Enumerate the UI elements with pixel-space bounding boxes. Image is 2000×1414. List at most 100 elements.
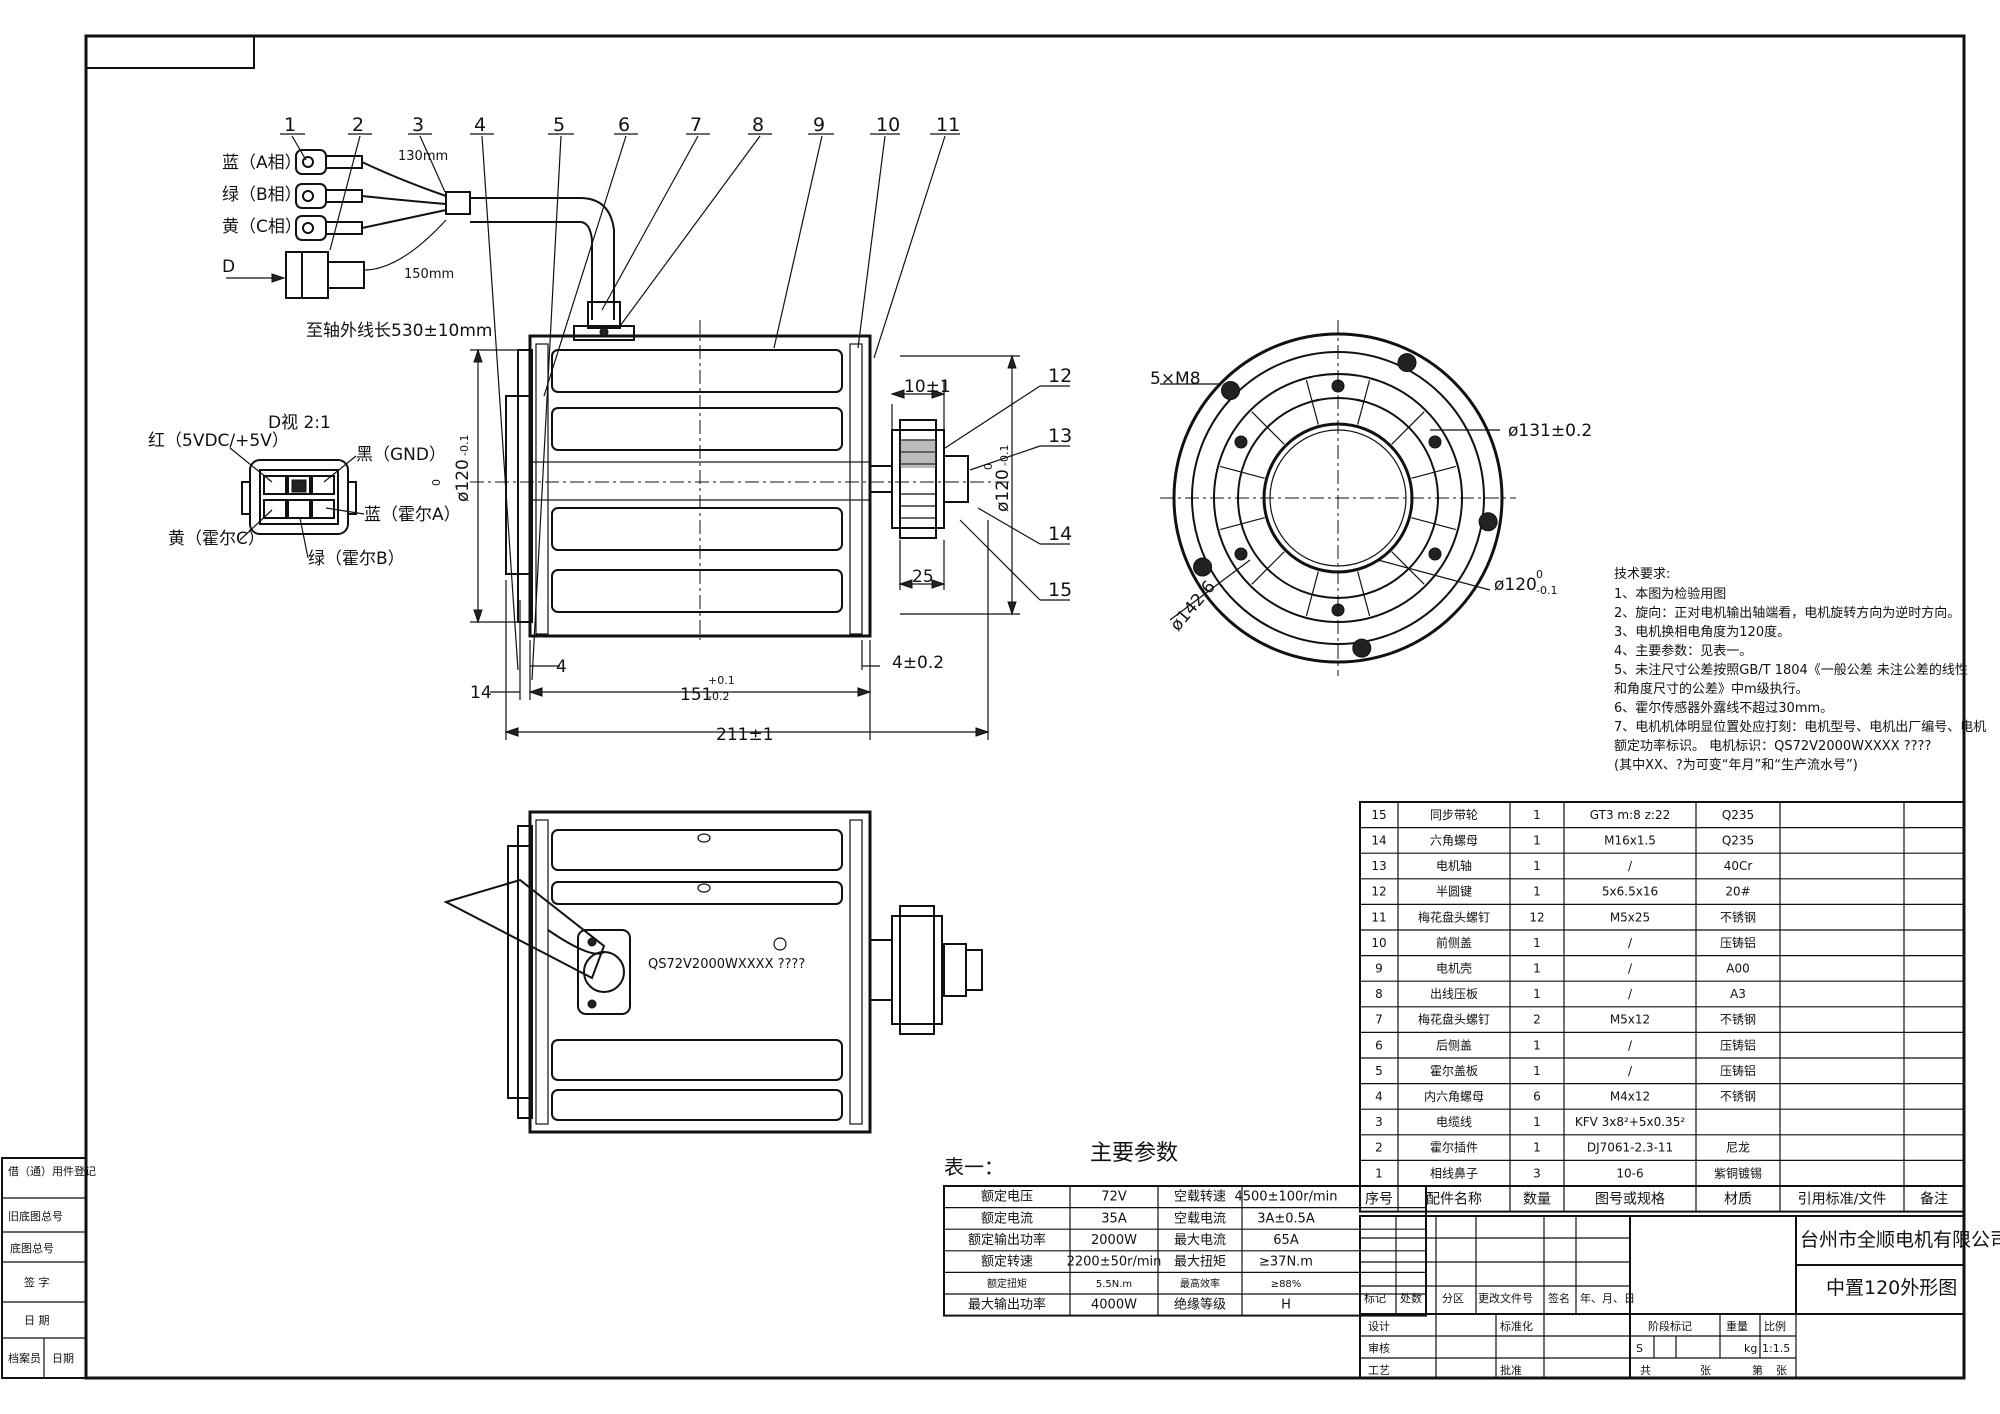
callout-15: 15 (1048, 579, 1072, 601)
dim-d120-left-tol-top: 0 (430, 479, 443, 486)
phase-wires: 蓝（A相） 绿（B相） 黄（C相） D 130mm 150mm 至轴外线长530… (222, 149, 615, 341)
bom-header-cell: 数量 (1523, 1191, 1551, 1207)
pin-blue: 蓝（霍尔A） (364, 505, 461, 525)
spoke-line (1411, 517, 1456, 531)
bom-cell: A00 (1726, 961, 1749, 975)
callout-5: 5 (553, 114, 565, 136)
tb-kg: kg (1744, 1342, 1757, 1355)
callout-14: 14 (1048, 523, 1072, 545)
tech-heading: 技术要求: (1614, 567, 1670, 582)
params-cell: 最高效率 (1180, 1277, 1220, 1290)
top-view-pulley-icon (869, 905, 983, 1035)
end-view-bolts (1193, 353, 1498, 658)
m8-bolt-hole (1352, 638, 1372, 658)
bom-cell: 同步带轮 (1430, 808, 1478, 822)
params-cell: ≥88% (1271, 1279, 1302, 1290)
label-a-phase: 蓝（A相） (222, 153, 302, 173)
bom-cell: / (1628, 936, 1633, 950)
bom-cell: 电机轴 (1436, 858, 1472, 873)
tb-process: 工艺 (1368, 1364, 1390, 1377)
m4-screw-hole (1234, 547, 1248, 561)
params-cell: ≥37N.m (1259, 1254, 1313, 1269)
bom-cell: 不锈钢 (1720, 1013, 1756, 1027)
bom-cell: 尼龙 (1726, 1141, 1750, 1155)
bom-cell: 霍尔盖板 (1430, 1063, 1478, 1078)
bom-cell: 3 (1375, 1115, 1383, 1129)
params-cell: 最大输出功率 (968, 1297, 1046, 1313)
callout-8: 8 (752, 114, 764, 136)
params-cell: 65A (1273, 1233, 1299, 1248)
connector-d-view: D视 2:1 红（5VDC/+5V） 黑（GND） 蓝（霍尔A） 黄（霍尔C） … (148, 413, 461, 569)
tech-line: 6、霍尔传感器外露线不超过30mm。 (1614, 700, 1833, 716)
bom-cell: 1 (1533, 885, 1541, 899)
bom-cell: 1 (1533, 1115, 1541, 1129)
left-strip-labels: 借（通）用件登记 旧底图总号 底图总号 签 字 日 期 档案员 日期 (8, 1164, 96, 1365)
bom-cell: 1 (1533, 833, 1541, 847)
dim-d120-right-tol-bot: -0.1 (998, 445, 1011, 466)
rev-date: 年、月、日 (1580, 1291, 1635, 1305)
bom-cell: M4x12 (1610, 1089, 1650, 1103)
callout-6: 6 (618, 114, 630, 136)
bom-cell: 1 (1533, 1141, 1541, 1155)
pin-black: 黑（GND） (356, 445, 446, 465)
pin-red: 红（5VDC/+5V） (148, 431, 289, 451)
pin-green: 绿（霍尔B） (308, 549, 405, 569)
bom-cell: 不锈钢 (1720, 1089, 1756, 1103)
strip-base: 底图总号 (10, 1241, 54, 1255)
bom-cell: 压铸铝 (1720, 1063, 1756, 1078)
label-130mm: 130mm (398, 149, 448, 164)
dim-211: 211±1 (716, 725, 774, 745)
params-cell: 2200±50r/min (1067, 1254, 1162, 1269)
label-150mm: 150mm (404, 267, 454, 282)
params-cell: H (1281, 1298, 1291, 1313)
connector-title: D视 2:1 (268, 413, 331, 433)
company-name: 台州市全顺电机有限公司 (1800, 1229, 2000, 1251)
params-cell: 额定扭矩 (987, 1277, 1027, 1290)
bom-header-cell: 材质 (1724, 1191, 1752, 1207)
dim-151-tol-top: +0.1 (708, 674, 735, 687)
bom-cell: GT3 m:8 z:22 (1590, 808, 1670, 822)
spoke-line (1251, 551, 1285, 585)
callout-12: 12 (1048, 365, 1072, 387)
tech-line: (其中XX、?为可变“年月”和“生产流水号”) (1614, 757, 1858, 773)
bom-cell: 14 (1371, 833, 1386, 847)
bom-cell: 15 (1371, 808, 1386, 822)
bom-cell: 梅花盘头螺钉 (1418, 1012, 1490, 1027)
tech-line: 1、本图为检验用图 (1614, 586, 1726, 602)
bom-cell: M5x12 (1610, 1013, 1650, 1027)
m8-bolt-hole (1193, 557, 1213, 577)
bom-header-cell: 图号或规格 (1595, 1191, 1665, 1207)
bom-cell: 5x6.5x16 (1602, 885, 1658, 899)
bom-cell: 紫铜镀锡 (1714, 1165, 1762, 1180)
params-cell: 最大扭矩 (1174, 1254, 1226, 1269)
motor-end-view: 5×M8 ø131±0.2 ø120 0 -0.1 ø142.6 (1150, 320, 1592, 676)
rev-zone: 分区 (1442, 1292, 1464, 1305)
label-d-view-arrow: D (222, 257, 235, 277)
label-c-phase: 黄（C相） (222, 217, 302, 237)
tech-line: 2、旋向：正对电机输出轴端看，电机旋转方向为逆时方向。 (1614, 605, 1960, 621)
bom-cell: 六角螺母 (1430, 833, 1478, 847)
bom-cell: 1 (1375, 1166, 1383, 1180)
dim-d120-right: ø120 (993, 469, 1013, 512)
bom-cell: 出线压板 (1430, 987, 1478, 1001)
bom-cell: 1 (1533, 961, 1541, 975)
callout-13: 13 (1048, 425, 1072, 447)
strip-date: 日 期 (24, 1314, 50, 1327)
bom-cell: 8 (1375, 987, 1383, 1001)
bom-cell: 压铸铝 (1720, 935, 1756, 950)
tb-scale-label: 比例 (1764, 1319, 1786, 1333)
bom-cell: 2 (1375, 1141, 1383, 1155)
params-table-label: 表一： (944, 1155, 1004, 1179)
tb-approve: 批准 (1500, 1363, 1522, 1377)
bom-header-cell: 配件名称 (1426, 1191, 1482, 1207)
bom-cell: 13 (1371, 859, 1386, 873)
dim-d120-right-tol-top: 0 (982, 463, 995, 470)
spoke-line (1220, 465, 1265, 479)
callout-11: 11 (936, 114, 960, 136)
dim-d120-left: ø120 (453, 459, 473, 502)
bom-cell: 12 (1371, 885, 1386, 899)
motor-top-view: QS72V2000WXXXX ???? (443, 810, 983, 1134)
label-cable-length: 至轴外线长530±10mm (306, 321, 492, 341)
params-cell: 3A±0.5A (1257, 1211, 1315, 1226)
params-cell: 2000W (1091, 1233, 1137, 1248)
